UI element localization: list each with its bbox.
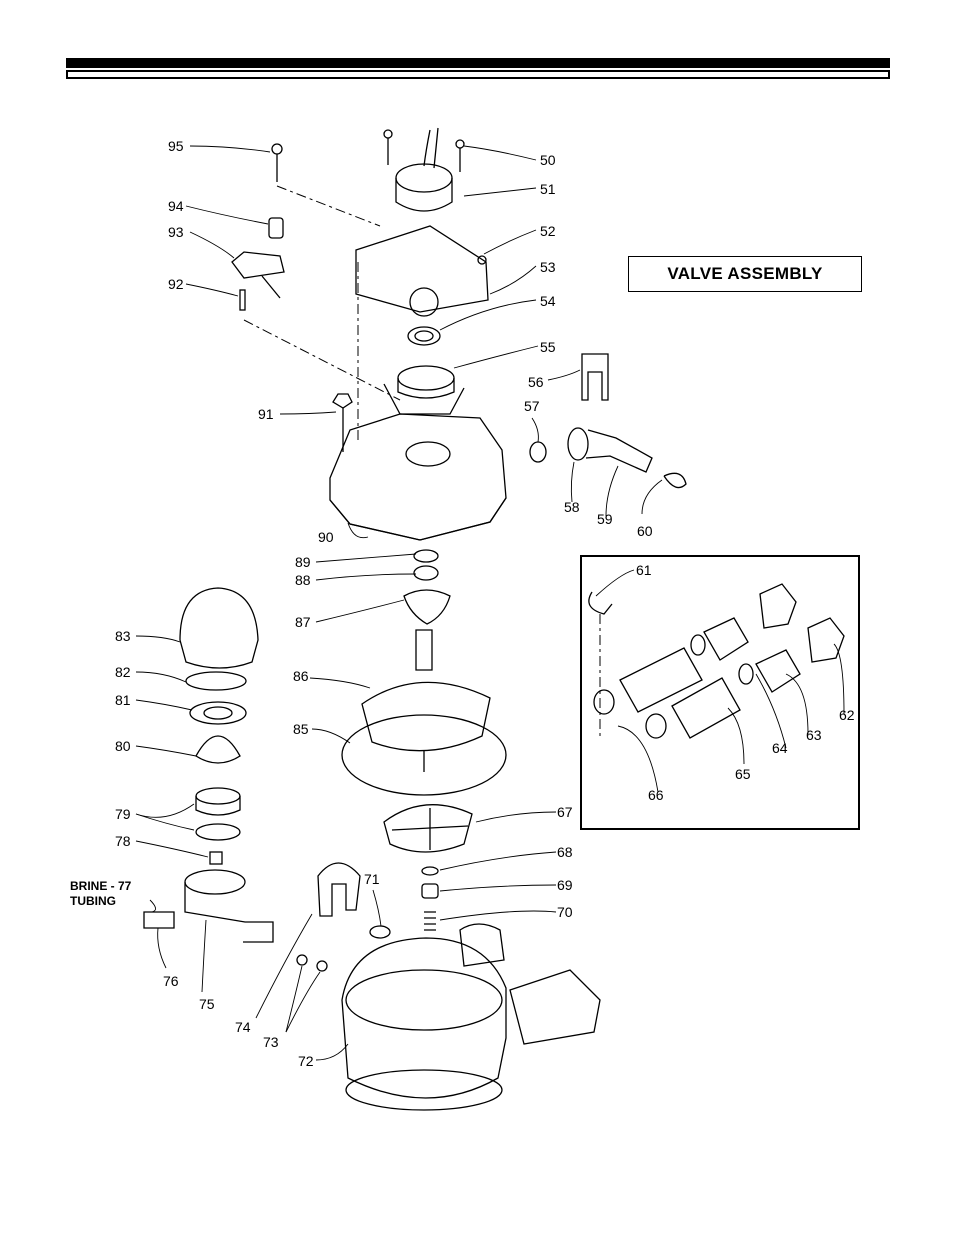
callout-93: 93 — [168, 224, 184, 240]
part-57-nut — [529, 441, 547, 463]
part-60-ring — [663, 472, 687, 489]
part-91-screw — [332, 393, 353, 452]
callout-56: 56 — [528, 374, 544, 390]
part-86-cam — [361, 629, 491, 752]
callout-72: 72 — [298, 1053, 314, 1069]
part-66-oring — [593, 689, 667, 739]
part-81-retainer — [189, 701, 247, 725]
diagram-title: VALVE ASSEMBLY — [628, 256, 862, 292]
part-58-59-elbow — [567, 427, 653, 473]
callout-83: 83 — [115, 628, 131, 644]
part-79-flow-control — [195, 787, 241, 841]
callout-94: 94 — [168, 198, 184, 214]
callout-92: 92 — [168, 276, 184, 292]
callout-73: 73 — [263, 1034, 279, 1050]
part-87-seal — [403, 589, 451, 625]
part-55-gear — [383, 365, 465, 415]
callout-65: 65 — [735, 766, 751, 782]
callout-79: 79 — [115, 806, 131, 822]
callout-54: 54 — [540, 293, 556, 309]
callout-57: 57 — [524, 398, 540, 414]
part-83-cap — [179, 587, 259, 669]
callout-50: 50 — [540, 152, 556, 168]
part-64-oring — [690, 634, 754, 685]
brine-label-line2: TUBING — [70, 894, 116, 908]
callout-58: 58 — [564, 499, 580, 515]
part-89-88-rings — [413, 549, 439, 581]
callout-53: 53 — [540, 259, 556, 275]
part-90-housing — [329, 413, 507, 541]
part-72-valve-body — [341, 923, 601, 1111]
header-rule-thick — [66, 58, 890, 68]
callout-51: 51 — [540, 181, 556, 197]
part-92-pin — [239, 289, 246, 311]
callout-71: 71 — [364, 871, 380, 887]
part-65-adapter — [619, 647, 741, 739]
part-53-plate — [355, 225, 489, 317]
part-50-screws — [383, 129, 465, 172]
part-73-orings — [296, 954, 328, 972]
part-61-clip — [588, 591, 613, 615]
part-82-oring — [185, 671, 247, 691]
part-94-spacer — [268, 217, 284, 239]
callout-90: 90 — [318, 529, 334, 545]
inset-detail-frame — [580, 555, 860, 830]
callout-76: 76 — [163, 973, 179, 989]
header-rule-thin — [66, 70, 890, 79]
callout-85: 85 — [293, 721, 309, 737]
part-76-fitting — [143, 911, 175, 929]
callout-60: 60 — [637, 523, 653, 539]
part-70-spring — [424, 911, 436, 931]
part-56-clip — [581, 353, 609, 401]
callout-86: 86 — [293, 668, 309, 684]
callout-75: 75 — [199, 996, 215, 1012]
callout-82: 82 — [115, 664, 131, 680]
part-62-nut — [759, 583, 845, 663]
callout-87: 87 — [295, 614, 311, 630]
part-51-motor — [395, 127, 453, 212]
callout-67: 67 — [557, 804, 573, 820]
callout-68: 68 — [557, 844, 573, 860]
callout-69: 69 — [557, 877, 573, 893]
callout-63: 63 — [806, 727, 822, 743]
brine-label-line1: BRINE - 77 — [70, 879, 132, 893]
callout-89: 89 — [295, 554, 311, 570]
part-68-oring — [421, 866, 439, 876]
callout-62: 62 — [839, 707, 855, 723]
callout-64: 64 — [772, 740, 788, 756]
callout-78: 78 — [115, 833, 131, 849]
part-69-sleeve — [421, 883, 439, 899]
part-75-brine-housing — [184, 869, 274, 943]
callout-70: 70 — [557, 904, 573, 920]
callout-61: 61 — [636, 562, 652, 578]
part-85-oring — [341, 714, 507, 796]
part-63-insert — [703, 617, 801, 693]
callout-66: 66 — [648, 787, 664, 803]
callout-81: 81 — [115, 692, 131, 708]
part-93-switch — [231, 251, 285, 299]
part-52-screw — [477, 255, 487, 265]
part-71-seal — [369, 925, 391, 939]
callout-74: 74 — [235, 1019, 251, 1035]
part-67-seal — [383, 804, 473, 853]
callout-59: 59 — [597, 511, 613, 527]
part-95-screw — [271, 143, 283, 182]
callout-52: 52 — [540, 223, 556, 239]
callout-80: 80 — [115, 738, 131, 754]
callout-95: 95 — [168, 138, 184, 154]
part-80-screen — [195, 735, 241, 764]
callout-88: 88 — [295, 572, 311, 588]
part-78-nut — [209, 851, 223, 865]
callout-55: 55 — [540, 339, 556, 355]
callout-91: 91 — [258, 406, 274, 422]
part-74-clip — [317, 862, 361, 917]
part-54-bearing — [407, 326, 441, 346]
